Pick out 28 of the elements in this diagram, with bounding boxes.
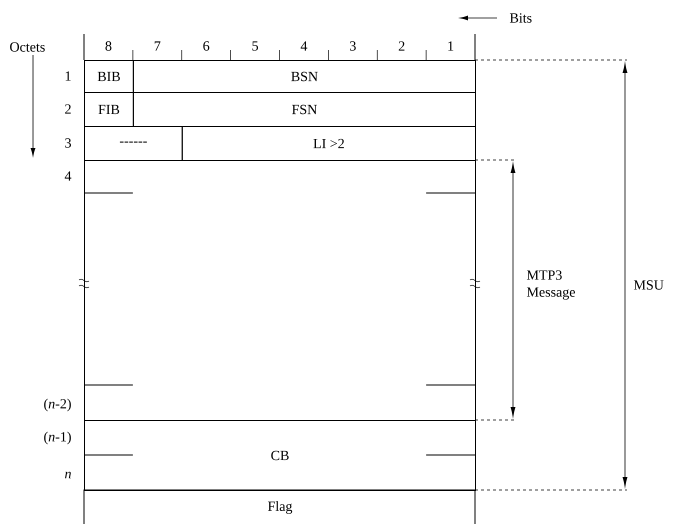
octet-number: n <box>65 472 71 478</box>
axis-label: Octets <box>10 42 45 52</box>
field-cell: LI >2 <box>182 126 476 161</box>
field-cell: BIB <box>84 60 134 93</box>
octet-number: (n-2) <box>44 398 71 412</box>
field-cell: ------ <box>84 126 183 161</box>
bit-number: 6 <box>203 41 210 51</box>
bit-number: 8 <box>105 41 112 51</box>
bit-number: 1 <box>448 41 454 51</box>
field-cell: BSN <box>132 60 476 93</box>
octet-number: (n-1) <box>44 432 71 444</box>
field-cell: CB <box>84 420 476 491</box>
dimension-label: MTP3 Message <box>526 270 575 300</box>
field-cell: FIB <box>84 92 134 127</box>
bit-number: 7 <box>154 41 160 51</box>
field-cell: FSN <box>132 92 476 127</box>
octet-number: 3 <box>65 138 71 148</box>
bit-number: 2 <box>398 41 404 51</box>
octet-number: 2 <box>65 104 71 114</box>
octet-number: 1 <box>66 71 71 81</box>
octet-number: 4 <box>64 171 72 181</box>
axis-label: Bits <box>510 13 532 23</box>
bit-number: 4 <box>300 41 308 51</box>
message-area <box>84 160 476 421</box>
dimension-label: MSU <box>634 280 664 290</box>
bit-number: 5 <box>252 41 258 51</box>
bit-number: 3 <box>350 41 356 51</box>
field-cell: Flag <box>84 490 476 524</box>
